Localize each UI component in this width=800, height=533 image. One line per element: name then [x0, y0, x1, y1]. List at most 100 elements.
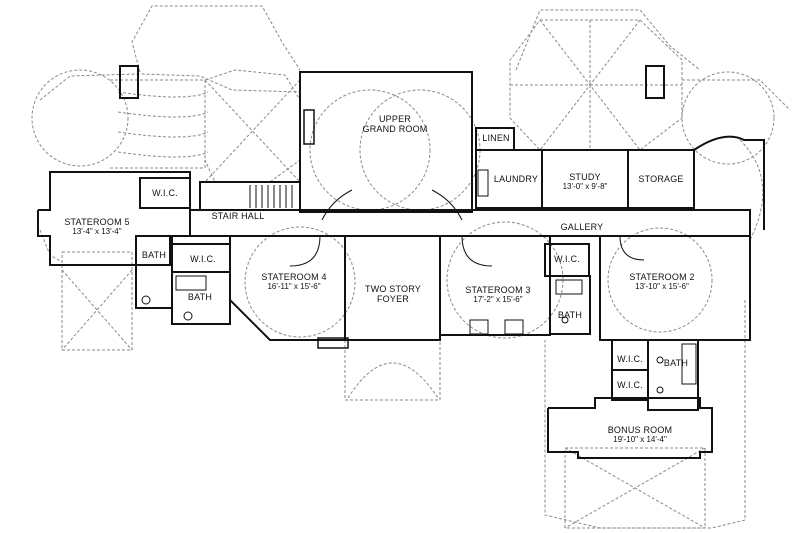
stateroom4-dim: 16'-11" x 15'-6": [267, 282, 321, 291]
tub-bath-2: [175, 275, 207, 291]
wic-5-name: W.I.C.: [617, 380, 643, 390]
dashed-circle-grand-right: [359, 89, 481, 211]
roof-octagon-right: [509, 19, 683, 151]
wall-bonus-room: [547, 397, 713, 459]
bath-1-name: BATH: [141, 250, 167, 260]
roof-outline-top-left: [131, 5, 301, 73]
wall-bath-4: [647, 339, 699, 411]
label-bath-4: BATH: [660, 358, 692, 368]
laundry-name: LAUNDRY: [493, 174, 539, 184]
bath-2-name: BATH: [187, 292, 213, 302]
sink-bath-4b: [656, 386, 664, 394]
wall-stair-curve: [693, 135, 765, 230]
wic-3-name: W.I.C.: [554, 254, 580, 264]
roof-outline-stateroom5-bottom: [61, 251, 133, 351]
label-wic-5: W.I.C.: [614, 380, 646, 390]
dashed-arc-left: [31, 69, 129, 167]
wall-storage: [627, 149, 695, 209]
roof-foyer-arc: [347, 362, 439, 399]
door-arc-grand-right: [431, 189, 463, 221]
window-foyer: [317, 337, 349, 349]
label-study: STUDY 13'-0" x 9'-8": [545, 172, 625, 192]
stateroom3-furniture-2: [504, 319, 524, 335]
label-laundry: LAUNDRY: [490, 174, 542, 184]
label-stair-hall: STAIR HALL: [206, 211, 270, 221]
stateroom5-name: STATEROOM 5: [64, 217, 130, 227]
chimney-right: [645, 65, 665, 99]
sink-bath-4: [656, 356, 664, 364]
dashed-arcs-left: [117, 91, 209, 158]
upper-grand-room-name-2: GRAND ROOM: [362, 124, 428, 134]
stateroom2-dim: 13'-10" x 15'-6": [635, 282, 689, 291]
roof-s5-diag-2: [61, 269, 133, 351]
door-arc-grand-left: [321, 189, 353, 221]
wall-bath-3: [549, 275, 591, 335]
walls: [37, 65, 765, 459]
roof-foyer-lower: [344, 340, 441, 401]
stateroom3-name: STATEROOM 3: [465, 285, 531, 295]
label-stateroom2: STATEROOM 2 13'-10" x 15'-6": [614, 272, 710, 292]
label-bath-3: BATH: [552, 310, 588, 320]
storage-name: STORAGE: [638, 174, 684, 184]
roof-bonus-diag-2: [564, 447, 706, 529]
wic-2-name: W.I.C.: [190, 254, 216, 264]
stateroom2-name: STATEROOM 2: [629, 272, 695, 282]
two-story-foyer-name-2: FOYER: [376, 294, 409, 304]
chimney-left: [119, 65, 139, 99]
roof-outline-left: [39, 73, 301, 101]
toilet-bath-1: [141, 295, 151, 305]
label-stateroom4: STATEROOM 4 16'-11" x 15'-6": [248, 272, 340, 292]
wall-stair-hall: [199, 181, 301, 211]
roof-s5-diag-1: [61, 269, 133, 351]
stateroom3-dim: 17'-2" x 15'-6": [473, 295, 523, 304]
tub-bath-4: [681, 343, 697, 385]
label-bath-2: BATH: [180, 292, 220, 302]
label-bath-1: BATH: [138, 250, 170, 260]
stateroom3-furniture-1: [469, 319, 489, 335]
dashed-curve-stair: [739, 139, 764, 241]
label-wic-3: W.I.C.: [546, 254, 588, 264]
study-name: STUDY: [569, 172, 601, 182]
stairs: [249, 185, 293, 208]
label-stateroom5: STATEROOM 5 13'-4" x 13'-4": [52, 217, 142, 237]
wall-wic-1: [139, 177, 191, 209]
dashed-outlines: [31, 5, 791, 529]
sink-bath-3: [561, 316, 569, 324]
roof-left-bays: [110, 79, 206, 169]
bath-3-name: BATH: [557, 310, 583, 320]
label-two-story-foyer: TWO STORY FOYER: [352, 284, 434, 304]
wall-upper-grand-room: [299, 71, 473, 213]
label-linen: LINEN: [478, 133, 514, 143]
study-dim: 13'-0" x 9'-8": [562, 182, 608, 191]
wic-4-name: W.I.C.: [617, 354, 643, 364]
label-wic-1: W.I.C.: [142, 188, 188, 198]
door-arc-stateroom4: [289, 235, 321, 267]
stateroom5-dim: 13'-4" x 13'-4": [72, 227, 122, 236]
wall-foyer: [345, 235, 441, 341]
label-gallery: GALLERY: [552, 222, 612, 232]
label-upper-grand-room: UPPER GRAND ROOM: [355, 114, 435, 134]
dashed-arc-right: [681, 71, 775, 165]
roof-outline-right: [682, 79, 791, 111]
upper-grand-room-name: UPPER: [378, 114, 411, 124]
roof-hex-diag-2: [204, 79, 301, 183]
wall-bath-1: [135, 235, 173, 309]
label-storage: STORAGE: [630, 174, 692, 184]
two-story-foyer-name: TWO STORY: [365, 284, 421, 294]
linen-name: LINEN: [482, 133, 510, 143]
fixtures: [141, 169, 697, 394]
roof-outline-right-lower: [544, 300, 746, 529]
stateroom4-name: STATEROOM 4: [261, 272, 327, 282]
stair-hall-name: STAIR HALL: [211, 211, 265, 221]
dashed-circle-grand-left: [309, 89, 431, 211]
door-arc-stateroom3: [461, 235, 493, 267]
window-grand-room: [303, 109, 315, 145]
laundry-machines: [477, 169, 489, 197]
label-stateroom3: STATEROOM 3 17'-2" x 15'-6": [450, 285, 546, 305]
toilet-bath-2: [183, 311, 193, 321]
dashed-circle-stateroom2: [607, 227, 713, 333]
door-arc-stateroom2: [619, 235, 645, 261]
wic-1-name: W.I.C.: [152, 188, 178, 198]
dashed-circle-stateroom4: [244, 226, 356, 338]
